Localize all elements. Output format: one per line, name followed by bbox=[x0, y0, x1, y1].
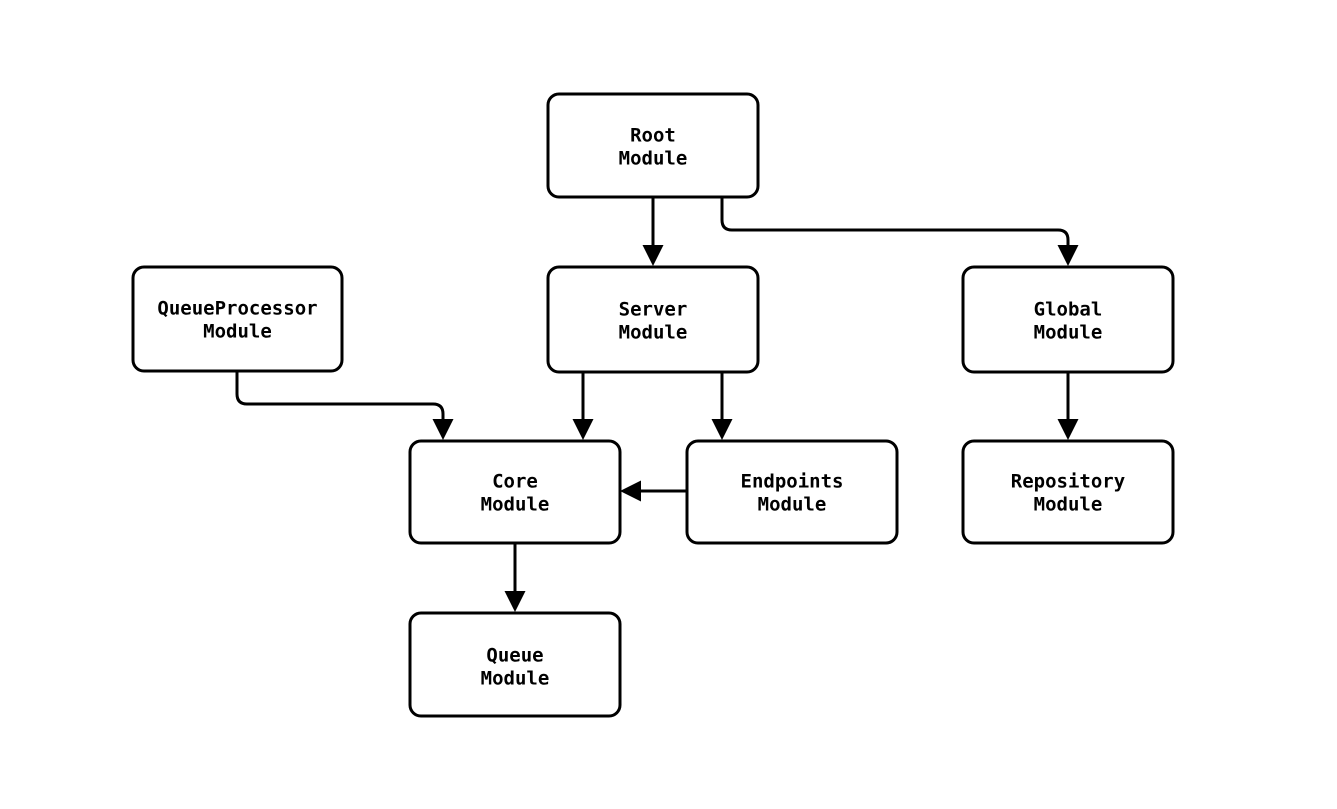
node-label-line2: Module bbox=[619, 322, 688, 344]
node-box[interactable] bbox=[685, 439, 899, 545]
edge-line bbox=[720, 197, 1070, 252]
edge-endpoints-to-core bbox=[620, 480, 687, 502]
arrowhead-icon bbox=[1057, 245, 1079, 266]
edge-root-to-global bbox=[720, 197, 1079, 266]
node-label-line2: Module bbox=[619, 148, 688, 170]
node-label-line2: Module bbox=[481, 668, 550, 690]
node-label-line2: Module bbox=[1034, 322, 1103, 344]
node-label-line1: Endpoints bbox=[741, 471, 844, 493]
arrowhead-icon bbox=[1057, 419, 1079, 440]
node-label-line1: Root bbox=[630, 125, 676, 147]
edge-layer bbox=[235, 197, 1079, 612]
node-box[interactable] bbox=[546, 265, 760, 374]
node-box[interactable] bbox=[131, 265, 344, 373]
node-label-line2: Module bbox=[1034, 494, 1103, 516]
edge-queueprocessor-to-core bbox=[235, 371, 454, 440]
arrowhead-icon bbox=[711, 419, 733, 440]
node-label-line1: Server bbox=[619, 299, 688, 321]
arrowhead-icon bbox=[620, 480, 641, 502]
node-label-line1: Queue bbox=[486, 645, 543, 667]
node-queueprocessor-module[interactable]: QueueProcessor Module bbox=[131, 265, 344, 373]
arrowhead-icon bbox=[642, 245, 664, 266]
edge-global-to-repository bbox=[1057, 372, 1079, 440]
node-queue-module[interactable]: Queue Module bbox=[408, 611, 622, 718]
edge-root-to-server bbox=[642, 197, 664, 266]
node-label-line1: Repository bbox=[1011, 471, 1125, 493]
node-root-module[interactable]: Root Module bbox=[546, 92, 760, 199]
node-box[interactable] bbox=[961, 265, 1175, 374]
edge-core-to-queue bbox=[504, 543, 526, 612]
node-label-line1: QueueProcessor bbox=[157, 298, 317, 320]
node-server-module[interactable]: Server Module bbox=[546, 265, 760, 374]
node-label-line1: Core bbox=[492, 471, 538, 493]
arrowhead-icon bbox=[572, 419, 594, 440]
node-global-module[interactable]: Global Module bbox=[961, 265, 1175, 374]
arrowhead-icon bbox=[432, 419, 454, 440]
node-box[interactable] bbox=[408, 439, 622, 545]
node-repository-module[interactable]: Repository Module bbox=[961, 439, 1175, 545]
edge-server-to-core bbox=[572, 372, 594, 440]
node-box[interactable] bbox=[408, 611, 622, 718]
node-layer: Root Module QueueProcessor Module Server… bbox=[131, 92, 1175, 718]
node-label-line2: Module bbox=[203, 321, 272, 343]
node-box[interactable] bbox=[961, 439, 1175, 545]
node-label-line2: Module bbox=[481, 494, 550, 516]
node-core-module[interactable]: Core Module bbox=[408, 439, 622, 545]
node-label-line1: Global bbox=[1034, 299, 1103, 321]
node-box[interactable] bbox=[546, 92, 760, 199]
edge-server-to-endpoints bbox=[711, 372, 733, 440]
node-endpoints-module[interactable]: Endpoints Module bbox=[685, 439, 899, 545]
node-label-line2: Module bbox=[758, 494, 827, 516]
arrowhead-icon bbox=[504, 591, 526, 612]
edge-line bbox=[235, 371, 445, 426]
